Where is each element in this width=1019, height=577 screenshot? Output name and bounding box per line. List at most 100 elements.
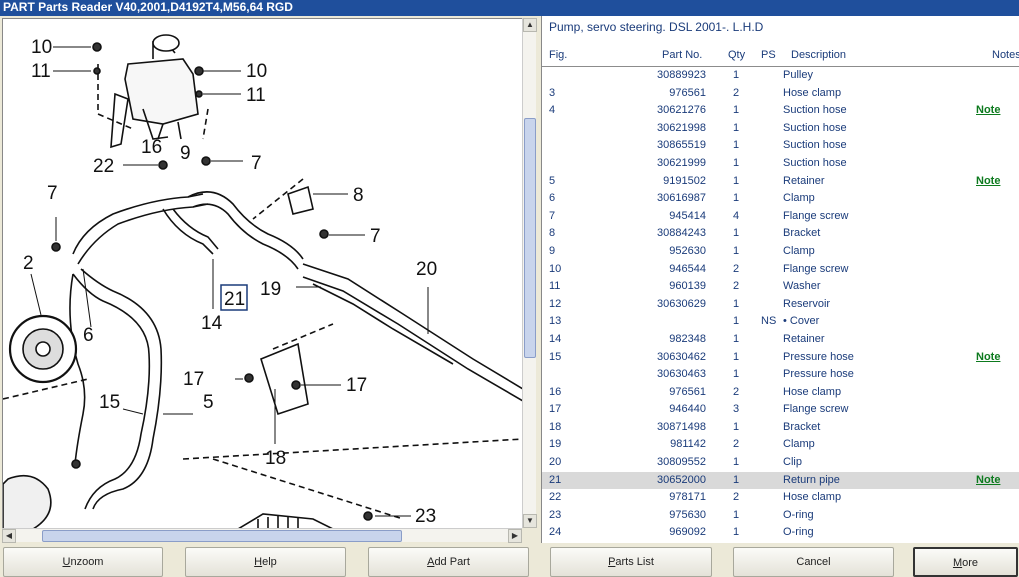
qty-cell: 2: [733, 86, 740, 99]
description-cell: Clamp: [783, 244, 815, 257]
callout-19: 19: [260, 279, 281, 300]
part-no-cell: 946544: [669, 262, 706, 275]
description-cell: Hose clamp: [783, 491, 842, 504]
description-cell: O-ring: [783, 526, 814, 539]
fig-cell: 20: [549, 456, 562, 469]
qty-cell: 1: [733, 420, 740, 433]
qty-cell: 1: [733, 139, 740, 152]
description-cell: Clamp: [783, 438, 815, 451]
col-header-fig: Fig.: [549, 49, 568, 61]
scroll-down-arrow-icon[interactable]: ▼: [523, 514, 537, 528]
scroll-right-arrow-icon[interactable]: ▶: [508, 529, 522, 543]
diagram-vertical-scrollbar[interactable]: ▲ ▼: [522, 18, 537, 528]
callout-20: 20: [416, 259, 437, 280]
fig-cell: 14: [549, 332, 562, 345]
help-button[interactable]: Help: [185, 547, 346, 577]
description-cell: Retainer: [783, 332, 825, 345]
note-link[interactable]: Note: [976, 174, 1001, 187]
scroll-up-arrow-icon[interactable]: ▲: [523, 18, 537, 32]
unzoom-button[interactable]: Unzoom: [3, 547, 163, 577]
horizontal-scroll-thumb[interactable]: [42, 530, 402, 542]
fig-cell: 12: [549, 297, 562, 310]
fig-cell: 11: [549, 280, 561, 293]
vertical-scroll-thumb[interactable]: [524, 118, 536, 358]
qty-cell: 1: [733, 350, 740, 363]
callout-21: 21: [224, 289, 245, 310]
col-header-part-no: Part No.: [662, 49, 703, 61]
part-no-cell: 978171: [669, 491, 706, 504]
fig-cell: 16: [549, 385, 562, 398]
note-link[interactable]: Note: [976, 350, 1001, 363]
callout-23: 23: [415, 506, 436, 527]
note-link[interactable]: Note: [976, 104, 1001, 117]
note-link[interactable]: Note: [976, 473, 1001, 486]
cancel-button[interactable]: Cancel: [733, 547, 894, 577]
callout-17a: 17: [183, 369, 204, 390]
fig-cell: 7: [549, 209, 556, 222]
part-no-cell: 945414: [669, 209, 706, 222]
description-cell: Clamp: [783, 192, 815, 205]
parts-list-button[interactable]: Parts List: [550, 547, 712, 577]
description-cell: Flange screw: [783, 262, 849, 275]
fig-cell: 15: [549, 350, 562, 363]
parts-diagram[interactable]: 10 11 10 11 16 22 9 7 8 7 7 2 6 21 14 19…: [2, 18, 522, 528]
fig-cell: 24: [549, 526, 562, 539]
part-no-cell: 30630629: [657, 297, 706, 310]
qty-cell: 1: [733, 104, 740, 117]
diagram-pane: 10 11 10 11 16 22 9 7 8 7 7 2 6 21 14 19…: [0, 16, 537, 543]
fig-cell: 21: [549, 473, 562, 486]
description-cell: Retainer: [783, 174, 825, 187]
fig-cell: 8: [549, 227, 556, 240]
part-no-cell: 981142: [670, 438, 706, 451]
add-part-button[interactable]: Add Part: [368, 547, 529, 577]
more-button[interactable]: More: [913, 547, 1018, 577]
qty-cell: 1: [733, 174, 740, 187]
qty-cell: 1: [733, 456, 740, 469]
part-no-cell: 30865519: [657, 139, 706, 152]
part-no-cell: 952630: [669, 244, 706, 257]
qty-cell: 1: [733, 244, 740, 257]
callout-6: 6: [83, 325, 94, 346]
callout-22: 22: [93, 156, 114, 177]
callout-7a: 7: [251, 153, 262, 174]
part-no-cell: 30871498: [657, 420, 706, 433]
callout-11b: 11: [246, 85, 266, 106]
part-no-cell: 30809552: [657, 456, 706, 469]
scroll-left-arrow-icon[interactable]: ◀: [2, 529, 16, 543]
table-row[interactable]: 30865519 1 Suction hose: [542, 137, 1019, 155]
qty-cell: 1: [733, 192, 740, 205]
part-no-cell: 9191502: [663, 174, 706, 187]
callout-15: 15: [99, 392, 120, 413]
description-cell: Suction hose: [783, 104, 847, 117]
diagram-horizontal-scrollbar[interactable]: ◀ ▶: [2, 528, 522, 543]
description-cell: Suction hose: [783, 139, 847, 152]
part-no-cell: 30652000: [657, 473, 706, 486]
